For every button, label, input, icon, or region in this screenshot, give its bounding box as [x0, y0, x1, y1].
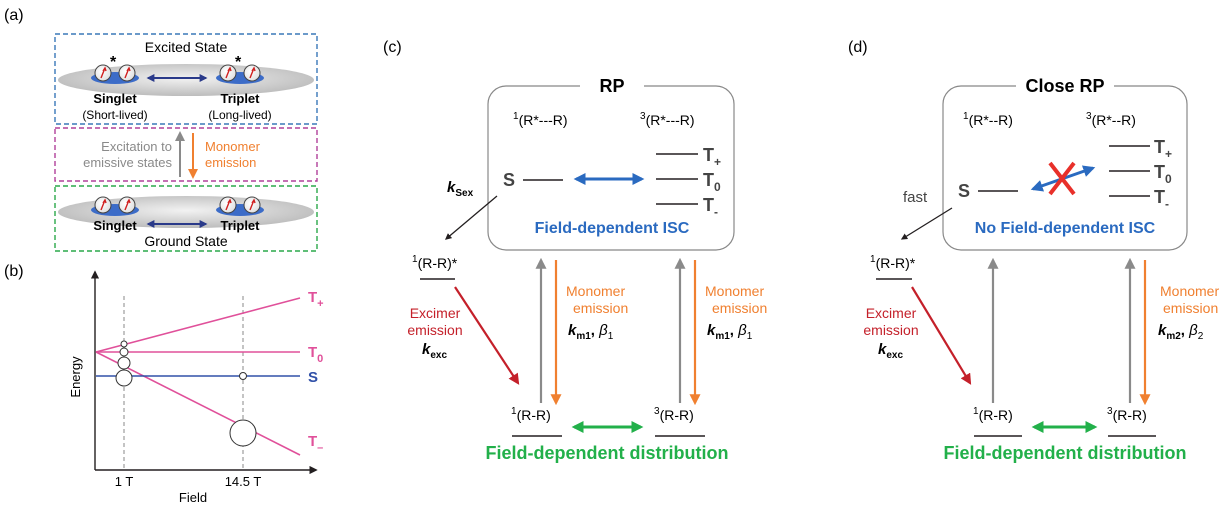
close-excimer-emission-arrow [911, 286, 972, 385]
excimer-state-label: 1(R-R)* [412, 254, 458, 271]
monomer-left-rate: km1, β1 [568, 322, 614, 342]
k-sex-arrow [445, 195, 498, 240]
close-monomer-text-1: Monomer [1160, 283, 1219, 299]
spin-electron [118, 64, 136, 82]
tick-14t: 14.5 T [225, 474, 262, 489]
close-distribution-label: Field-dependent distribution [944, 443, 1187, 463]
close-rp-isc-label: No Field-dependent ISC [975, 220, 1156, 237]
rp-t0-label: T0 [703, 170, 721, 194]
x-axis-label: Field [179, 490, 207, 505]
monomer-left-text-2: emission [573, 300, 628, 316]
panel-d-label: (d) [848, 39, 868, 56]
mixing-circle [117, 356, 131, 370]
monomer-text-1: Monomer [205, 139, 261, 154]
panel-b-label: (b) [4, 263, 24, 280]
excited-star-triplet: * [235, 54, 242, 71]
mixing-circle [119, 347, 129, 357]
k-exc-label: kexc [422, 341, 447, 361]
close-rp-tminus-label: T- [1154, 187, 1169, 211]
mixing-circle [120, 340, 128, 348]
close-excimer-state-label: 1(R-R)* [870, 254, 916, 271]
forbidden-cross-icon [1048, 161, 1076, 196]
distribution-label: Field-dependent distribution [486, 443, 729, 463]
tick-1t: 1 T [115, 474, 134, 489]
ground-state-box [54, 185, 318, 252]
rp-triplet-label: 3(R*---R) [640, 111, 695, 128]
close-rp-title-bg [1016, 76, 1114, 96]
ground-triplet-label: Triplet [220, 218, 260, 233]
rp-tplus-label: T+ [703, 145, 721, 169]
close-excimer-text-2: emission [863, 322, 918, 338]
level-tminus [95, 351, 301, 456]
level-s-label: S [308, 369, 318, 386]
rp-title: RP [599, 76, 624, 96]
short-lived-label: (Short-lived) [82, 108, 147, 122]
ground-singlet-label: Singlet [93, 218, 137, 233]
level-tplus-label: T+ [308, 289, 324, 310]
mixing-circle [239, 372, 247, 380]
level-t0-label: T0 [308, 344, 323, 365]
excited-state-title: Excited State [145, 39, 228, 55]
spin-electron [219, 196, 237, 214]
level-tminus-label: T– [308, 433, 323, 454]
panel-c-label: (c) [383, 39, 402, 56]
monomer-text-2: emission [205, 155, 256, 170]
spin-electron [243, 196, 261, 214]
close-rp-singlet-label: 1(R*--R) [963, 111, 1013, 128]
monomer-left-text-1: Monomer [566, 283, 625, 299]
level-tplus [95, 297, 301, 353]
spin-electron [118, 196, 136, 214]
ground-triplet-pair-label: 3(R-R) [654, 406, 694, 423]
ground-state-title: Ground State [144, 233, 227, 249]
spin-electron [94, 196, 112, 214]
close-excimer-text-1: Excimer [866, 305, 917, 321]
ground-singlet-pair-label: 1(R-R) [511, 406, 551, 423]
spin-electron [94, 64, 112, 82]
monomer-right-rate: km1, β1 [707, 322, 753, 342]
panel-a-label: (a) [4, 7, 24, 24]
fast-label: fast [903, 189, 928, 206]
close-rp-s-label: S [958, 181, 970, 201]
close-ground-singlet-label: 1(R-R) [973, 406, 1013, 423]
rp-isc-label: Field-dependent ISC [535, 220, 690, 237]
excimer-emission-arrow [454, 286, 520, 385]
mixing-circle [115, 369, 133, 387]
long-lived-label: (Long-lived) [208, 108, 271, 122]
rp-tminus-label: T- [703, 195, 718, 219]
close-monomer-rate: km2, β2 [1158, 322, 1204, 342]
monomer-right-text-2: emission [712, 300, 767, 316]
spin-electron [219, 64, 237, 82]
excitation-text-2: emissive states [83, 155, 172, 170]
close-rp-title: Close RP [1025, 76, 1104, 96]
excitation-text-1: Excitation to [101, 139, 172, 154]
rp-singlet-label: 1(R*---R) [513, 111, 568, 128]
close-rp-triplet-label: 3(R*--R) [1086, 111, 1136, 128]
k-sex-label: kSex [447, 179, 474, 199]
excimer-text-2: emission [407, 322, 462, 338]
excited-state-box [54, 33, 318, 125]
close-rp-t0-label: T0 [1154, 162, 1172, 186]
spin-electron [243, 64, 261, 82]
excimer-text-1: Excimer [410, 305, 461, 321]
transition-box [54, 127, 318, 182]
excited-triplet-label: Triplet [220, 91, 260, 106]
monomer-right-text-1: Monomer [705, 283, 764, 299]
rp-s-label: S [503, 170, 515, 190]
close-monomer-text-2: emission [1163, 300, 1218, 316]
excited-star-singlet: * [110, 54, 117, 71]
rp-title-bg [580, 76, 644, 96]
close-rp-tplus-label: T+ [1154, 137, 1172, 161]
excited-singlet-label: Singlet [93, 91, 137, 106]
close-ground-triplet-label: 3(R-R) [1107, 406, 1147, 423]
close-k-exc-label: kexc [878, 341, 903, 361]
mixing-circle [229, 419, 257, 447]
fast-arrow [900, 207, 953, 240]
y-axis-label: Energy [68, 356, 83, 398]
